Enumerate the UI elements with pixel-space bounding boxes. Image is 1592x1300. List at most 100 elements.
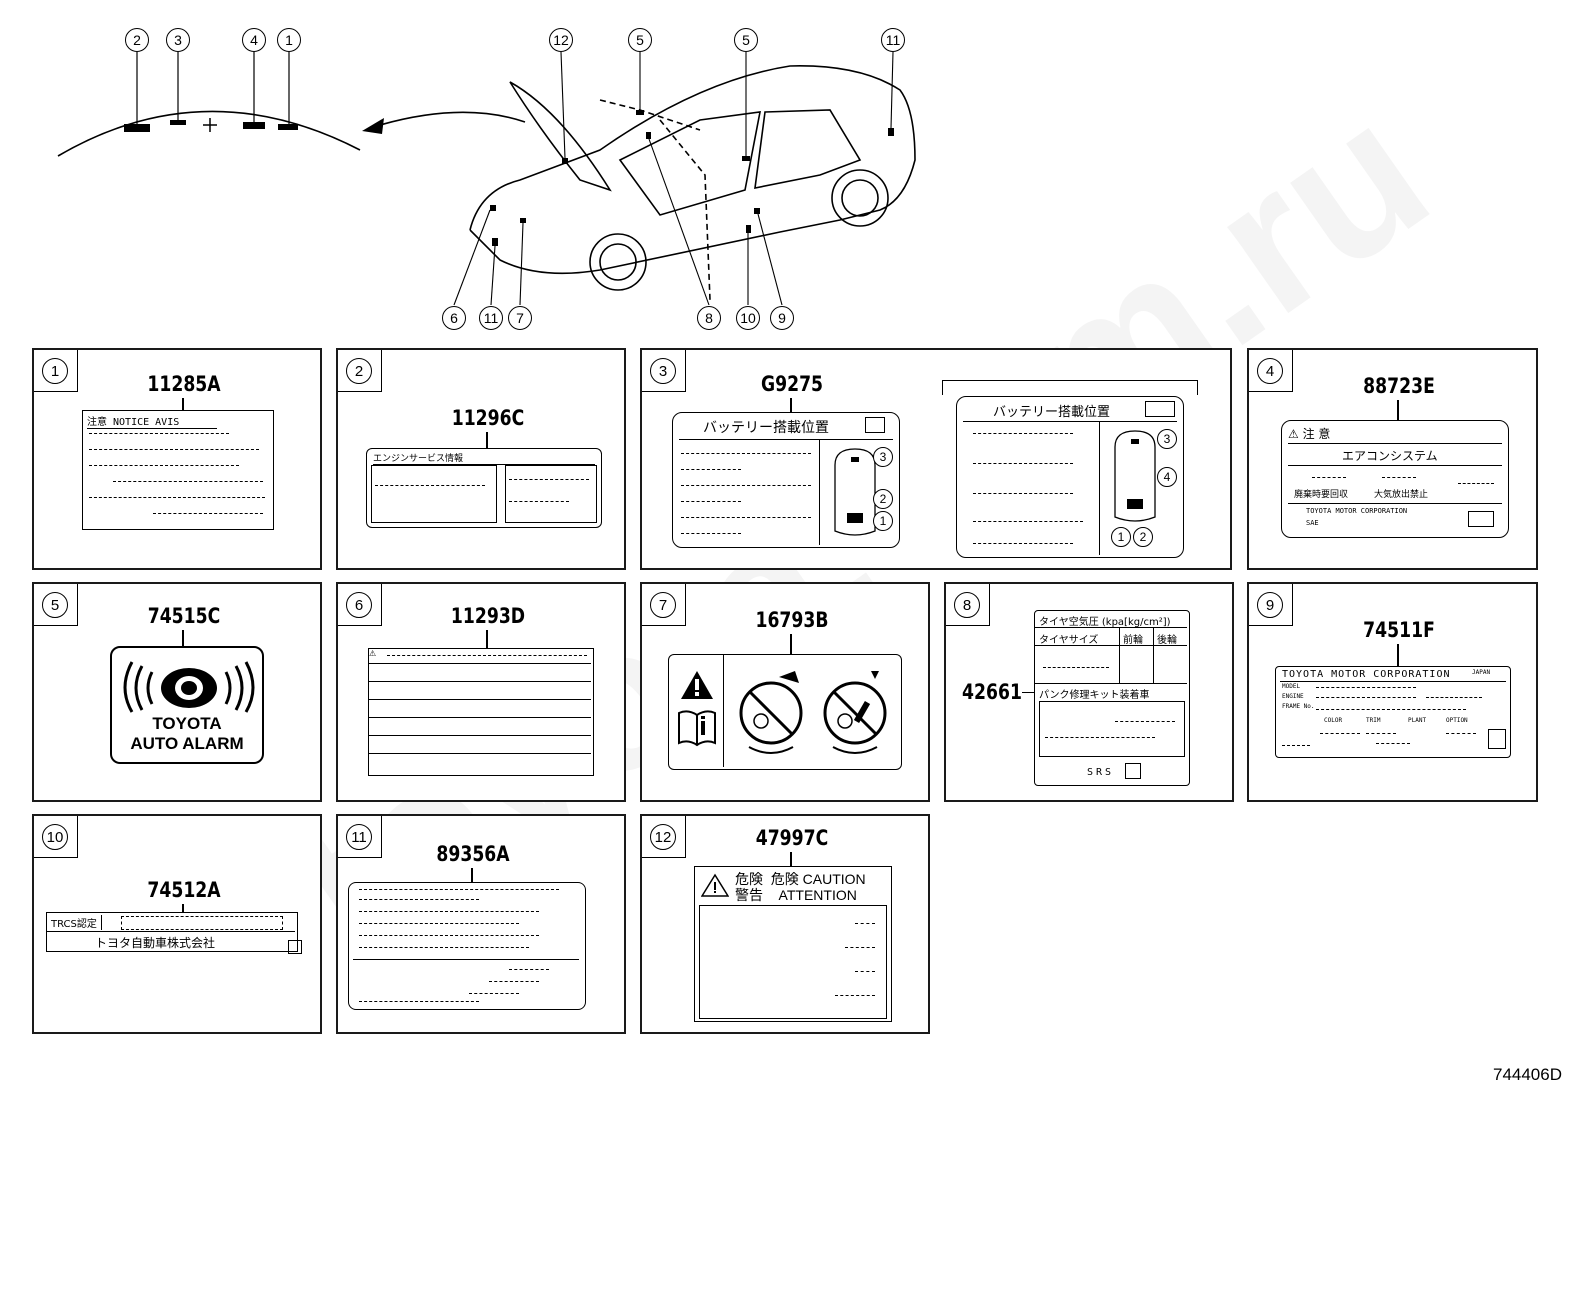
label-sae: SAE	[1306, 519, 1319, 527]
tire-size: タイヤサイズ	[1039, 635, 1099, 646]
trcs-left: TRCS認定	[51, 915, 102, 930]
tire-title: タイヤ空気圧 (kpa[kg/cm²])	[1039, 617, 1171, 628]
callout-hood-1: 1	[277, 28, 301, 52]
panel-number: 6	[346, 592, 372, 618]
label-caution-attention: 危険 危険 CAUTION 警告 ATTENTION	[694, 866, 892, 1022]
label-aircon: ⚠ 注 意 エアコンシステム 廃棄時要回収 大気放出禁止 TOYOTA MOTO…	[1281, 420, 1509, 538]
panel-4: 4 88723E ⚠ 注 意 エアコンシステム 廃棄時要回収 大気放出禁止 TO…	[1247, 348, 1538, 570]
vin-color: COLOR	[1324, 717, 1343, 724]
no-tool-icon	[823, 671, 887, 754]
callout-car-9: 9	[770, 306, 794, 330]
callout-car-12: 12	[549, 28, 573, 52]
panel-number: 3	[650, 358, 676, 384]
label-bumper-notice	[348, 882, 586, 1010]
vin-trim: TRIM	[1366, 717, 1381, 724]
callout-car-8: 8	[697, 306, 721, 330]
panel-number: 7	[650, 592, 676, 618]
vin-header: TOYOTA MOTOR CORPORATION	[1282, 669, 1451, 680]
overview-drawing	[57, 51, 916, 306]
part-code: 11296C	[451, 406, 525, 430]
vin-option: OPTION	[1446, 717, 1468, 724]
panel-number: 8	[954, 592, 980, 618]
part-code: 89356A	[436, 842, 510, 866]
vin-engine: ENGINE	[1282, 693, 1304, 700]
part-code: 42661	[962, 680, 1022, 704]
label-trcs: TRCS認定 トヨタ自動車株式会社	[46, 912, 298, 952]
hood-outline	[57, 110, 361, 157]
panel-2: 2 11296C エンジンサービス情報	[336, 348, 626, 570]
part-code: 74515C	[147, 604, 221, 628]
label-left-note: 廃棄時要回収	[1294, 490, 1349, 500]
hood-label-3	[170, 120, 186, 125]
tire-rear: 後輪	[1157, 635, 1177, 646]
part-code: 11293D	[450, 604, 526, 628]
part-code: 74511F	[1363, 618, 1435, 642]
diagram-id: 744406D	[1492, 1065, 1562, 1084]
label-system: エアコンシステム	[1342, 449, 1438, 463]
label-header: ⚠ 注 意	[1288, 427, 1331, 441]
trcs-bottom: トヨタ自動車株式会社	[95, 936, 216, 950]
callout-car-11a: 11	[881, 28, 905, 52]
panel-11: 11 89356A	[336, 814, 626, 1034]
part-code: 88723E	[1363, 374, 1435, 398]
part-code: G9275	[760, 372, 824, 396]
panel-1: 1 11285A 注意 NOTICE AVIS	[32, 348, 322, 570]
warning-triangle-icon	[701, 873, 729, 897]
panel-10: 10 74512A TRCS認定 トヨタ自動車株式会社	[32, 814, 322, 1034]
part-code: 74512A	[147, 878, 221, 902]
car-callout: 3	[1157, 429, 1177, 449]
panel-5: 5 74515C TOYOTA AUTO ALARM	[32, 582, 322, 802]
label-warning-table: ⚠	[368, 648, 594, 776]
label-footer: TOYOTA MOTOR CORPORATION	[1306, 507, 1408, 515]
label-auto-alarm: TOYOTA AUTO ALARM	[110, 646, 264, 764]
callout-hood-3: 3	[166, 28, 190, 52]
callout-car-5b: 5	[734, 28, 758, 52]
callout-hood-2: 2	[125, 28, 149, 52]
tire-srs: SRS	[1087, 767, 1115, 778]
label-engine-service: エンジンサービス情報	[366, 448, 602, 528]
warning-manual-icon	[678, 671, 716, 747]
label-battery-a: バッテリー搭載位置 3 2 1	[672, 412, 900, 548]
caution-line1: 危険 危険 CAUTION	[735, 871, 866, 887]
part-code: 47997C	[755, 826, 829, 850]
label-title: バッテリー搭載位置	[993, 405, 1111, 420]
panel-9: 9 74511F TOYOTA MOTOR CORPORATION JAPAN …	[1247, 582, 1538, 802]
panel-number: 2	[346, 358, 372, 384]
vin-plant: PLANT	[1408, 717, 1427, 724]
hood-label-1	[278, 124, 298, 130]
panel-number: 11	[346, 824, 372, 850]
caution-line2: 警告 ATTENTION	[735, 887, 857, 903]
car-callout: 1	[873, 511, 893, 531]
tire-kit: パンク修理キット装着車	[1039, 690, 1150, 701]
panel-3: 3 G9275 バッテリー搭載位置 3 2 1 バッテリー搭載位置	[640, 348, 1232, 570]
car-outline	[469, 65, 916, 301]
vin-frame: FRAME No.	[1282, 703, 1315, 710]
label-right-note: 大気放出禁止	[1374, 490, 1429, 500]
part-code: 11285A	[147, 372, 221, 396]
hood-label-4	[243, 122, 265, 129]
callout-car-11b: 11	[479, 306, 503, 330]
callout-car-5a: 5	[628, 28, 652, 52]
label-caution-icons	[668, 654, 902, 770]
callout-hood-4: 4	[242, 28, 266, 52]
panel-6: 6 11293D ⚠	[336, 582, 626, 802]
alarm-line1: TOYOTA	[152, 714, 222, 733]
alarm-line2: AUTO ALARM	[130, 734, 244, 753]
panel-number: 5	[42, 592, 68, 618]
panel-number: 4	[1257, 358, 1283, 384]
panel-number: 9	[1257, 592, 1283, 618]
hood-label-2	[124, 124, 150, 132]
panel-7: 7 16793B	[640, 582, 930, 802]
car-callout: 4	[1157, 467, 1177, 487]
label-vin-plate: TOYOTA MOTOR CORPORATION JAPAN MODEL ENG…	[1275, 666, 1511, 758]
callout-car-7: 7	[508, 306, 532, 330]
label-title: バッテリー搭載位置	[703, 420, 829, 436]
panel-number: 12	[650, 824, 676, 850]
label-heading: 注意 NOTICE AVIS	[87, 413, 217, 429]
label-battery-b: バッテリー搭載位置 3 4 1 2	[956, 396, 1184, 558]
callout-car-6: 6	[442, 306, 466, 330]
car-callout: 2	[873, 489, 893, 509]
part-code: 16793B	[755, 608, 829, 632]
callout-car-10: 10	[736, 306, 760, 330]
label-tire-pressure: タイヤ空気圧 (kpa[kg/cm²]) タイヤサイズ 前輪 後輪 パンク修理キ…	[1034, 610, 1190, 786]
